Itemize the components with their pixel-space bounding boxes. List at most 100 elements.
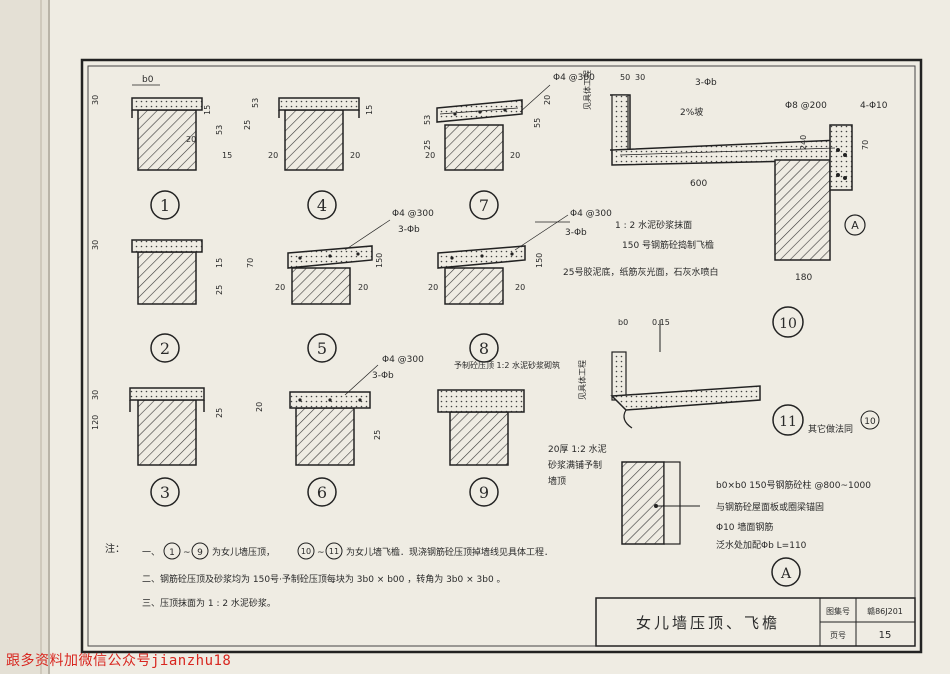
detail-1-section: b0 30 15 53 20 15 [91,75,232,171]
detail-8-bubble [469,333,499,363]
detail-10-label: 10 [779,316,797,332]
detail-4-section: 25 53 20 20 15 [243,97,374,171]
atlas-label: 图集号 [826,606,850,616]
detail-A-bubble [771,557,801,587]
detail-10-bubble [772,306,804,338]
d5-bars-label: 3-Φb [398,225,420,235]
dim-20: 20 [425,151,435,160]
note1-ref-c: 10 [301,547,311,556]
dim-20b: 20 [358,283,368,292]
atlas-number: 赣86J201 [867,606,903,616]
dim-20b: 20 [350,151,360,160]
section-A-marker-label: A [851,219,859,232]
dim-53: 53 [251,98,260,108]
d9-note2: 砂浆满铺予制 [548,459,602,471]
d6-rebar-label: Φ4 @300 [382,355,424,365]
detail-3-bubble [150,477,180,507]
detail-7-label: 7 [479,196,489,215]
dim-15: 15 [365,105,374,115]
detail-A-section: b0×b0 150号钢筋砼柱 @800~1000 与钢筋砼屋面板或圈梁锚固 Φ1… [621,461,871,551]
detail-8-label: 8 [479,339,489,358]
detA-note4: 泛水处加配Φb L=110 [716,539,807,551]
d8-bars-label: 3-Φb [565,228,587,238]
note2: 二、钢筋砼压顶及砂浆均为 150号·予制砼压顶每块为 3b0 × b00 ，转角… [142,573,506,585]
dim-30: 30 [91,390,100,400]
note1-text1: 为女儿墙压顶， [212,546,275,558]
note1-text2: 为女儿墙飞檐．现浇钢筋砼压顶掉墙线见具体工程． [346,546,553,558]
detail-7-bubble [469,190,499,220]
detail-2-bubble [150,333,180,363]
sheet-title: 女儿墙压顶、飞檐 [636,614,780,632]
dim-20b: 20 [515,283,525,292]
dim-120: 120 [91,415,100,430]
d6-bars-label: 3-Φb [372,371,394,381]
detail-5-section: Φ4 @300 3-Φb 70 20 20 150 [246,209,434,305]
detail-3-label: 3 [160,483,170,502]
dim-0.15: 0.15 [652,318,670,327]
watermark-text: 跟多资料加微信公众号jianzhu18 [6,653,232,669]
binding-line [40,0,42,674]
note1-ref-d: 11 [329,547,339,556]
detail-10-section: 2%坡 3-Φb Φ8 @200 4-Φ10 见具体工程 50 30 600 1… [582,70,888,283]
dim-70: 70 [861,140,870,150]
d10-slope: 2%坡 [680,106,703,118]
note1-ref-a: 1 [169,548,175,558]
detail-1-bubble [150,190,180,220]
d10-bars2: 4-Φ10 [860,101,888,111]
inner-frame [87,65,916,647]
detail-11-label: 11 [779,414,797,430]
dim-240: 240 [799,135,808,150]
dim-b0: b0 [142,75,154,85]
note1-ref-b: 9 [197,548,203,558]
detail-9-section: 予制砼压顶 1:2 水泥砂浆砌筑 20厚 1:2 水泥 砂浆满铺予制 墙顶 [437,360,607,487]
detail-11-bubble [772,404,804,436]
layer3-label: 25号胶泥底，纸筋灰光面，石灰水喷白 [563,266,718,278]
detail-11-section: b0 0.15 见具体工程 [577,318,761,429]
dim-15: 15 [203,105,212,115]
dim-150: 150 [375,253,384,268]
dim-600: 600 [690,179,707,189]
dim-20: 20 [268,151,278,160]
detail-1-label: 1 [160,196,170,215]
d9-note1: 20厚 1:2 水泥 [548,443,607,455]
detail-6-bubble [307,477,337,507]
detail-8-section: Φ4 @300 3-Φb 20 20 150 [428,209,612,305]
d11-ref-label: 10 [864,417,876,427]
d11-other-note: 其它做法同 [808,423,853,435]
d10-rebar2: Φ8 @200 [785,101,827,111]
detail-2-label: 2 [160,339,170,358]
dim-30: 30 [635,73,645,82]
notes: 注： 一、 1 ~ 9 为女儿墙压顶， 10 ~ 11 为女儿墙飞檐．现浇钢筋砼… [105,542,553,609]
d5-rebar-label: Φ4 @300 [392,209,434,219]
dim-b0: b0 [618,318,628,327]
detail-2-section: 30 15 25 [91,239,224,305]
dim-70: 70 [246,258,255,268]
detail-9-bubble [469,477,499,507]
dim-53: 53 [423,115,432,125]
detA-note3: Φ10 墙面钢筋 [716,521,773,533]
d7-rebar-label: Φ4 @300 [553,73,595,83]
d11-side-note: 见具体工程 [577,360,587,400]
dim-150: 150 [535,253,544,268]
note1-num: 一、 [142,548,160,558]
detail-5-label: 5 [317,339,327,358]
dim-25: 25 [215,285,224,295]
dim-15: 15 [215,258,224,268]
detail-5-bubble [307,333,337,363]
dim-50: 50 [620,73,630,82]
dim-30: 30 [91,240,100,250]
section-A-marker [844,214,866,236]
dim-30: 30 [91,95,100,105]
dim-20: 20 [255,402,264,412]
dim-20: 20 [275,283,285,292]
page-number: 15 [879,630,892,641]
dim-53: 53 [215,125,224,135]
svg-text:~: ~ [183,548,191,558]
dim-25: 25 [373,430,382,440]
detail-4-label: 4 [317,196,327,215]
dim-20: 20 [428,283,438,292]
dim-20: 20 [186,135,196,144]
dim-20b: 20 [510,151,520,160]
